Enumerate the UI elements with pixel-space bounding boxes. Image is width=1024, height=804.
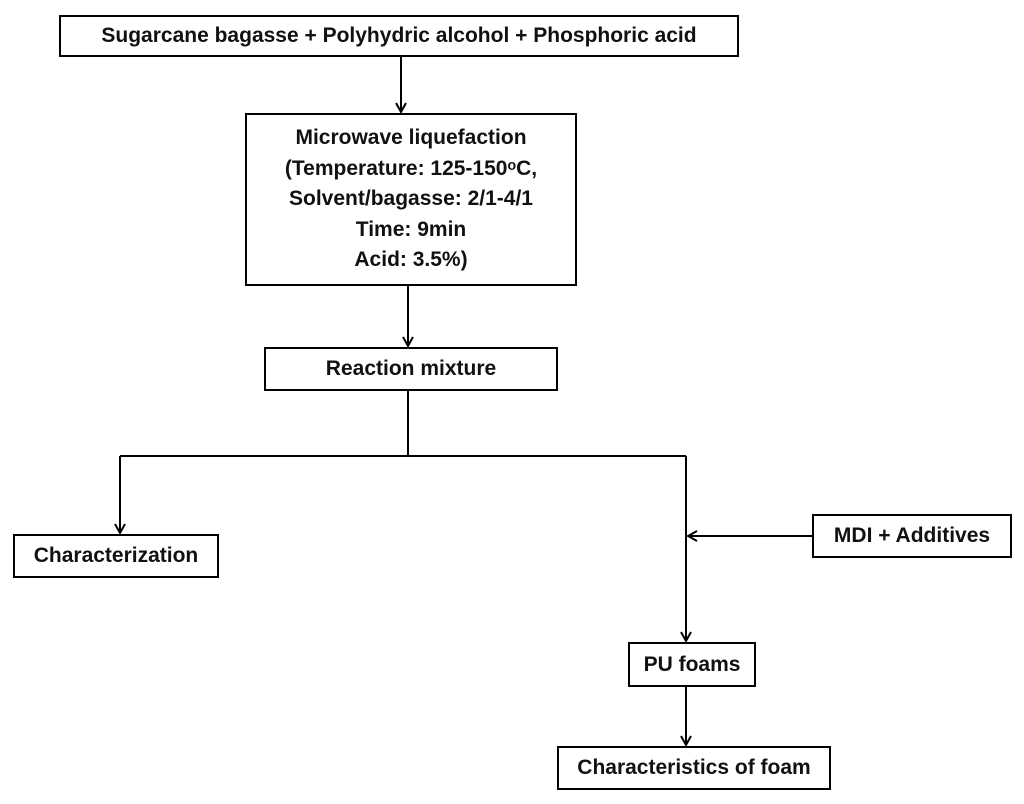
- foam-characteristics-label: Characteristics of foam: [577, 756, 811, 780]
- foam-characteristics-box: Characteristics of foam: [557, 746, 831, 790]
- liquefaction-solvent-ratio: Solvent/bagasse: 2/1-4/1: [289, 187, 533, 211]
- liquefaction-title: Microwave liquefaction: [295, 126, 527, 150]
- pu-foams-label: PU foams: [643, 652, 741, 676]
- reaction-mixture-box: Reaction mixture: [264, 347, 558, 391]
- inputs-box: Sugarcane bagasse + Polyhydric alcohol +…: [59, 15, 739, 57]
- liquefaction-acid: Acid: 3.5%): [354, 248, 468, 272]
- inputs-label: Sugarcane bagasse + Polyhydric alcohol +…: [101, 24, 697, 48]
- reaction-mixture-label: Reaction mixture: [325, 357, 497, 381]
- characterization-box: Characterization: [13, 534, 219, 578]
- mdi-additives-box: MDI + Additives: [812, 514, 1012, 558]
- liquefaction-temperature: (Temperature: 125-150ᵒC,: [284, 156, 538, 180]
- liquefaction-box: Microwave liquefaction (Temperature: 125…: [245, 113, 577, 286]
- characterization-label: Characterization: [33, 544, 199, 568]
- mdi-additives-label: MDI + Additives: [833, 524, 991, 548]
- pu-foams-box: PU foams: [628, 642, 756, 687]
- liquefaction-time: Time: 9min: [355, 217, 467, 241]
